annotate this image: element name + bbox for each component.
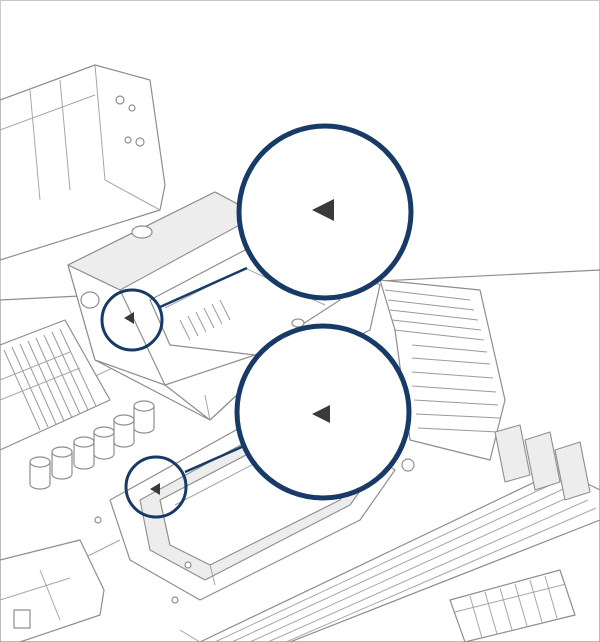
vrm-heatsink-left bbox=[0, 319, 111, 451]
magnified-callout-bottom bbox=[234, 323, 412, 501]
power-bracket bbox=[0, 64, 166, 261]
callout-leaders bbox=[159, 266, 248, 474]
small-callout-bottom bbox=[124, 455, 188, 519]
magnified-callout-top bbox=[236, 123, 414, 301]
screw-hole-icon bbox=[131, 225, 153, 239]
screw-icon bbox=[124, 136, 132, 144]
memory-slots bbox=[199, 424, 600, 642]
screw-icon bbox=[115, 95, 125, 105]
screw-icon bbox=[401, 458, 415, 472]
capacitor-row bbox=[29, 400, 155, 490]
dimm-latch bbox=[494, 424, 531, 483]
bottom-left-connector bbox=[0, 539, 201, 642]
alignment-mark-icon-magnified bbox=[312, 405, 330, 423]
screw-icon bbox=[135, 137, 145, 147]
alignment-mark-icon bbox=[124, 312, 134, 324]
dimm-latch bbox=[554, 441, 591, 501]
small-callout-top bbox=[100, 288, 164, 352]
alignment-mark-icon bbox=[150, 483, 160, 495]
screw-icon bbox=[128, 104, 136, 112]
dimm-latch bbox=[524, 431, 561, 491]
alignment-mark-icon-magnified bbox=[312, 199, 334, 221]
screw-hole-icon bbox=[291, 318, 305, 328]
atx-power-connector bbox=[449, 569, 576, 642]
